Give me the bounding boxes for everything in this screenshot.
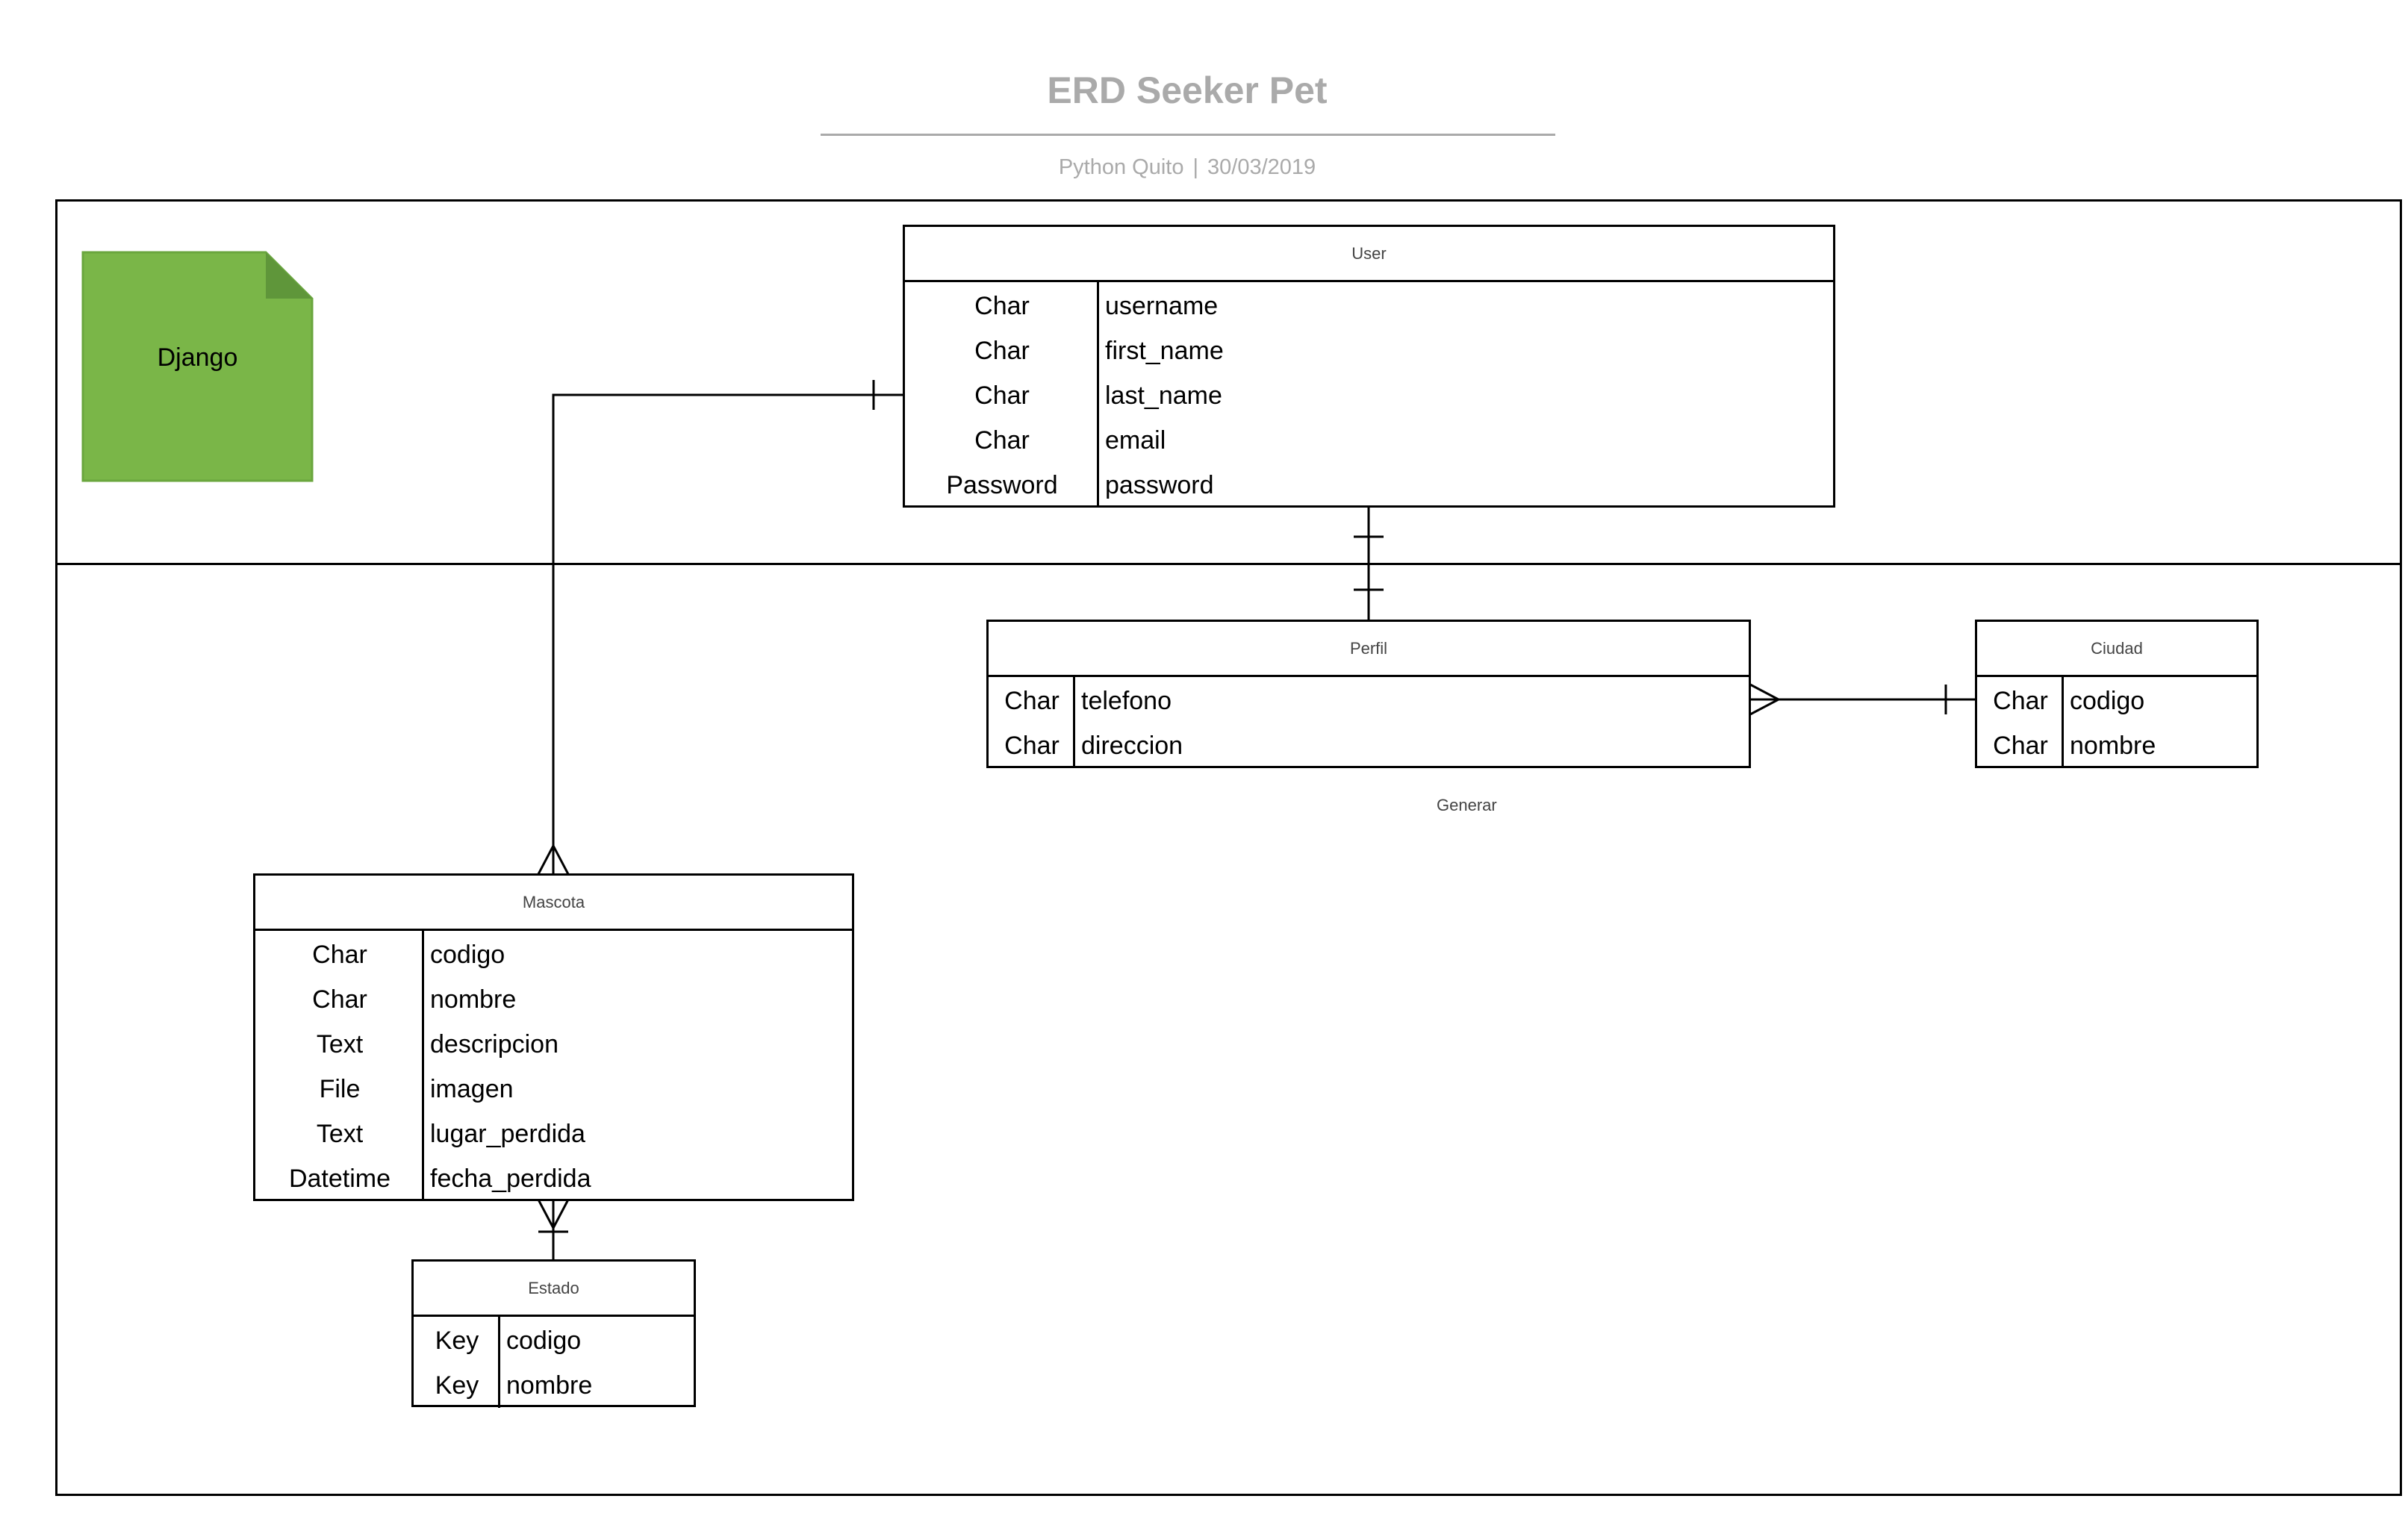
entity-ciudad[interactable]: Ciudad Char codigo Char nombre (1975, 620, 2259, 768)
field-name: nombre (506, 1371, 593, 1400)
column-divider (422, 931, 424, 1201)
field-name: telefono (1081, 686, 1172, 715)
field-type: Char (312, 940, 367, 969)
field-name: lugar_perdida (430, 1119, 585, 1148)
field-name: codigo (2070, 686, 2145, 715)
field-row: Datetime fecha_perdida (255, 1156, 852, 1201)
django-note-label: Django (157, 343, 238, 372)
mascota-many-marker (537, 843, 570, 875)
field-name: last_name (1105, 381, 1222, 410)
django-note-shape (81, 251, 314, 482)
column-divider (1097, 282, 1099, 508)
field-type: Char (974, 336, 1030, 365)
field-name: imagen (430, 1074, 514, 1103)
field-type: Key (435, 1371, 479, 1400)
field-row: Text descripcion (255, 1022, 852, 1067)
subtitle-separator: | (1192, 155, 1199, 179)
field-row: Char direccion (989, 723, 1749, 768)
entity-title: Estado (414, 1262, 694, 1317)
field-name: email (1105, 425, 1166, 455)
field-row: Char nombre (1977, 723, 2256, 768)
field-type: Char (974, 291, 1030, 320)
field-row: File imagen (255, 1067, 852, 1112)
field-name: password (1105, 470, 1214, 499)
field-type: Password (946, 470, 1058, 499)
relationship-label: Generar (1437, 796, 1497, 814)
field-row: Text lugar_perdida (255, 1112, 852, 1156)
column-divider (2062, 677, 2064, 768)
field-name: direccion (1081, 731, 1183, 760)
field-type: Datetime (288, 1164, 391, 1193)
title-underline (821, 134, 1555, 136)
field-type: Char (1004, 731, 1060, 760)
field-type: Text (316, 1029, 364, 1059)
field-type: Text (316, 1119, 364, 1148)
field-name: username (1105, 291, 1219, 320)
author-label: Python Quito (1058, 155, 1184, 179)
entity-title: Ciudad (1977, 622, 2256, 677)
field-row: Char last_name (905, 373, 1833, 418)
column-divider (1073, 677, 1075, 768)
field-row: Char codigo (1977, 679, 2256, 723)
field-type: Char (312, 985, 367, 1014)
date-label: 30/03/2019 (1207, 155, 1316, 179)
entity-mascota[interactable]: Mascota Char codigo Char nombre Text descri… (253, 873, 854, 1201)
field-name: codigo (506, 1326, 582, 1355)
field-row: Key nombre (414, 1363, 694, 1408)
entity-title: User (905, 227, 1833, 282)
field-name: first_name (1105, 336, 1224, 365)
field-type: Char (974, 381, 1030, 410)
field-name: fecha_perdida (430, 1164, 591, 1193)
entity-estado[interactable]: Estado Key codigo Key nombre (411, 1259, 696, 1408)
field-row: Char telefono (989, 679, 1749, 723)
diagram-title: ERD Seeker Pet (1047, 69, 1328, 111)
field-type: Char (974, 425, 1030, 455)
field-name: nombre (430, 985, 517, 1014)
field-row: Char first_name (905, 328, 1833, 373)
field-type: File (319, 1074, 361, 1103)
field-row: Char nombre (255, 977, 852, 1022)
field-row: Char codigo (255, 932, 852, 977)
app-container (55, 563, 2402, 1496)
entity-perfil[interactable]: Perfil Char telefono Char direccion (986, 620, 1751, 768)
field-row: Char email (905, 418, 1833, 463)
perfil-many-marker (1749, 683, 1782, 716)
field-row: Key codigo (414, 1318, 694, 1363)
field-row: Password password (905, 463, 1833, 508)
field-name: descripcion (430, 1029, 559, 1059)
column-divider (498, 1317, 500, 1408)
field-type: Key (435, 1326, 479, 1355)
field-name: nombre (2070, 731, 2156, 760)
mascota-many-marker-estado (537, 1199, 570, 1231)
field-row: Char username (905, 284, 1833, 328)
user-mascota-connector (552, 393, 903, 874)
field-type: Char (1993, 731, 2048, 760)
field-type: Char (1993, 686, 2048, 715)
entity-title: Mascota (255, 876, 852, 931)
field-type: Char (1004, 686, 1060, 715)
field-name: codigo (430, 940, 505, 969)
diagram-subtitle: Python Quito | 30/03/2019 (821, 155, 1553, 180)
entity-user[interactable]: User Char username Char first_name Char las… (903, 225, 1835, 508)
entity-title: Perfil (989, 622, 1749, 677)
